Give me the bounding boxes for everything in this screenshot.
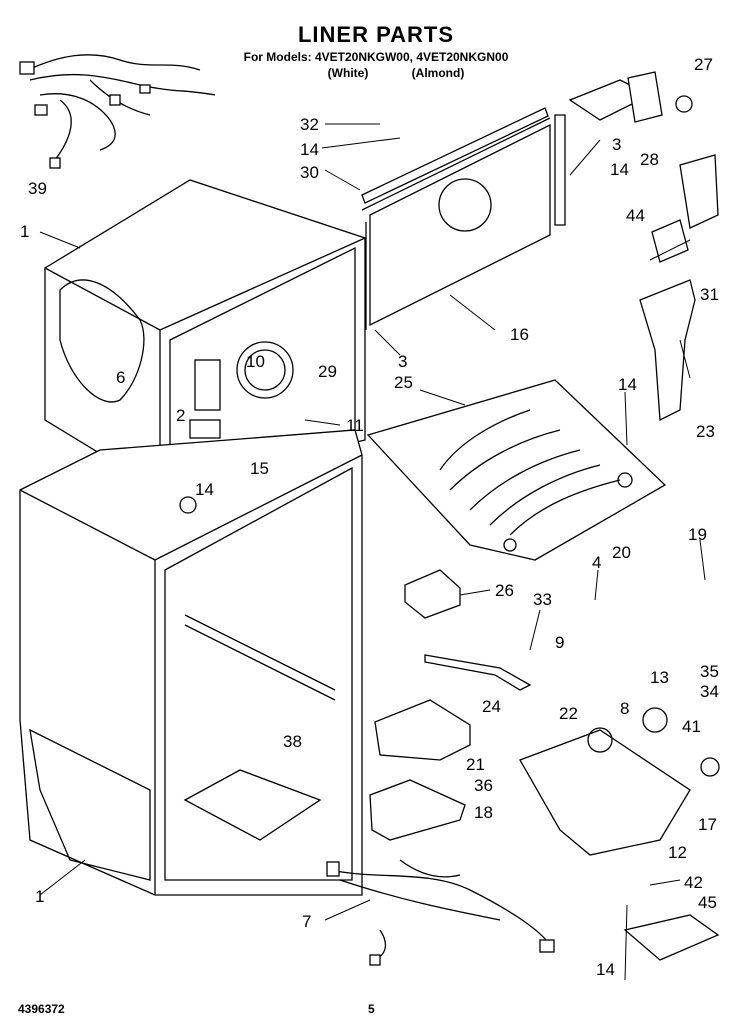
variant-almond: (Almond) — [411, 66, 465, 80]
fresh-food-liner — [19, 429, 363, 896]
damper-block — [651, 219, 689, 263]
callout: 13 — [650, 668, 669, 687]
callout: 17 — [698, 815, 717, 834]
light-shield-upper — [374, 699, 471, 761]
callout: 20 — [612, 543, 631, 562]
callout: 30 — [300, 163, 319, 182]
trim-strip — [361, 107, 549, 204]
mounting-bracket — [424, 654, 532, 691]
wiring-harness-top — [19, 54, 216, 169]
callout: 31 — [700, 285, 719, 304]
callout: 14 — [195, 480, 214, 499]
callout: 4 — [592, 553, 601, 572]
callout: 14 — [618, 375, 637, 394]
callout: 9 — [555, 633, 564, 652]
callout: 19 — [688, 525, 707, 544]
callout: 8 — [620, 699, 629, 718]
callout: 27 — [694, 55, 713, 74]
callout: 26 — [495, 581, 514, 600]
callout: 1 — [35, 887, 44, 906]
rear-bracket — [568, 71, 693, 123]
callout-labels: 27 32 14 3 30 14 28 44 1 16 31 10 29 6 3… — [20, 55, 719, 979]
callout: 24 — [482, 697, 501, 716]
callout: 39 — [28, 179, 47, 198]
callout: 15 — [250, 459, 269, 478]
seal-strip — [554, 114, 566, 226]
callout: 12 — [668, 843, 687, 862]
callout: 28 — [640, 150, 659, 169]
callout: 3 — [398, 352, 407, 371]
callout: 6 — [116, 368, 125, 387]
callout: 45 — [698, 893, 717, 912]
page-title: LINER PARTS — [297, 22, 455, 47]
callout: 3 — [612, 135, 621, 154]
crisper-cover — [366, 379, 667, 561]
leader-lines — [39, 123, 706, 981]
evaporator-cover — [361, 117, 551, 330]
callout: 32 — [300, 115, 319, 134]
light-housing — [519, 707, 720, 856]
callout: 1 — [20, 222, 29, 241]
document-number: 4396372 — [18, 1002, 65, 1016]
callout: 7 — [302, 912, 311, 931]
callout: 14 — [596, 960, 615, 979]
control-housing — [404, 569, 461, 619]
color-variants: (White) (Almond) — [0, 66, 752, 80]
model-numbers: For Models: 4VET20NKGW00, 4VET20NKGN00 — [243, 50, 509, 64]
callout: 18 — [474, 803, 493, 822]
callout: 14 — [610, 160, 629, 179]
callout: 41 — [682, 717, 701, 736]
light-shield-lower — [369, 779, 466, 841]
callout: 16 — [510, 325, 529, 344]
callout: 42 — [684, 873, 703, 892]
callout: 29 — [318, 362, 337, 381]
callout: 25 — [394, 373, 413, 392]
wiring-harness-bottom — [326, 859, 555, 966]
duct-cover — [639, 279, 696, 422]
callout: 35 — [700, 662, 719, 681]
callout: 23 — [696, 422, 715, 441]
callout: 21 — [466, 755, 485, 774]
callout: 34 — [700, 682, 719, 701]
variant-white: (White) — [327, 66, 369, 80]
callout: 22 — [559, 704, 578, 723]
callout: 11 — [346, 416, 364, 435]
page-number: 5 — [368, 1002, 375, 1016]
callout: 10 — [246, 352, 265, 371]
bottom-plate — [623, 914, 720, 961]
callout: 14 — [300, 140, 319, 159]
callout: 44 — [626, 206, 645, 225]
callout: 36 — [474, 776, 493, 795]
callout: 2 — [176, 406, 185, 425]
callout: 38 — [283, 732, 302, 751]
tube-cover — [679, 154, 719, 229]
callout: 33 — [533, 590, 552, 609]
